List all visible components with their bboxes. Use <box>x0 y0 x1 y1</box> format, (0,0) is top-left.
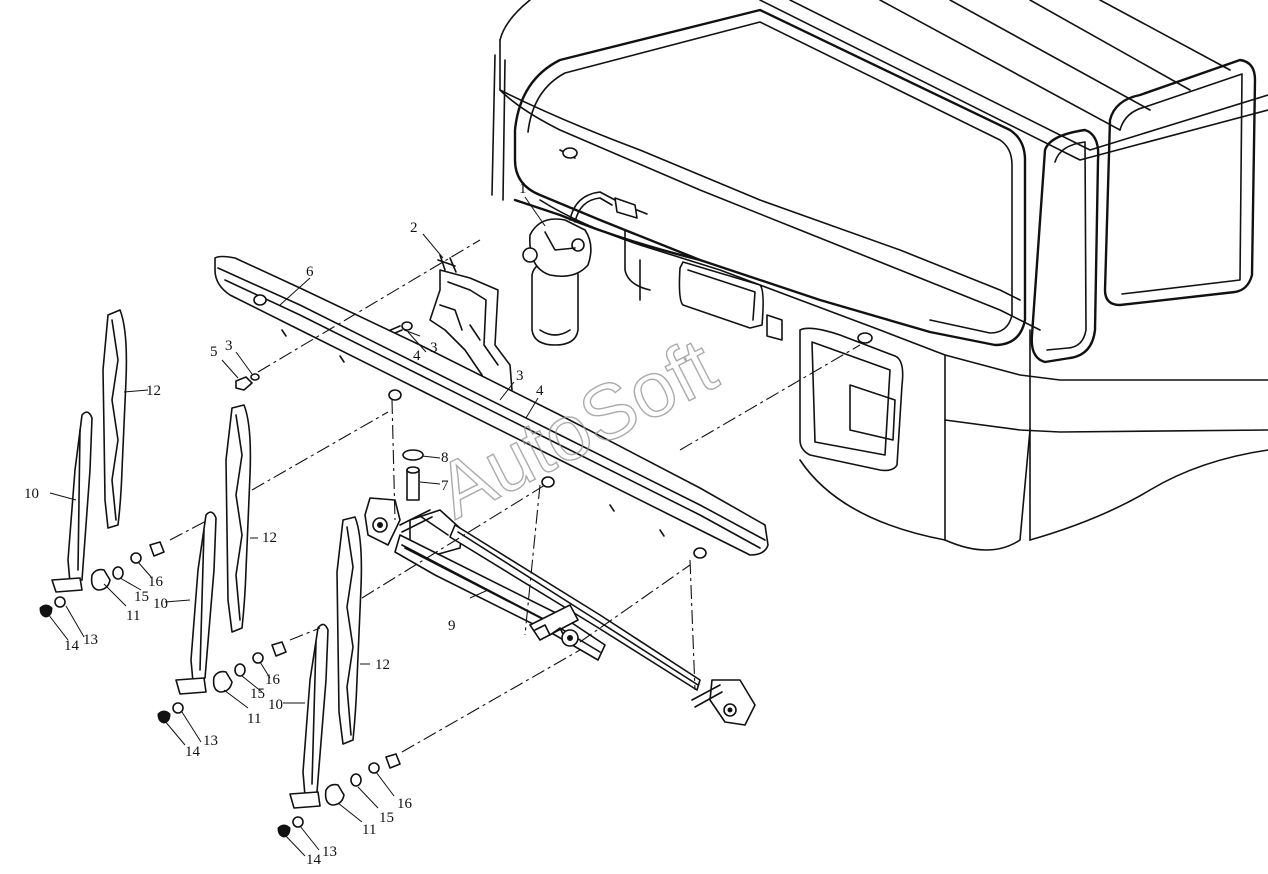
callout-9: 9 <box>448 618 456 634</box>
callout-10-b: 10 <box>153 596 168 612</box>
callout-13-c: 13 <box>322 844 337 860</box>
callout-3-right: 3 <box>516 368 524 384</box>
callout-12-a: 12 <box>146 383 161 399</box>
callout-12-b: 12 <box>262 530 277 546</box>
wiper-linkage <box>364 449 756 726</box>
callout-14-c: 14 <box>306 852 322 868</box>
callout-13-b: 13 <box>203 733 218 749</box>
callout-3-upper: 3 <box>430 340 438 356</box>
callout-4-upper: 4 <box>413 348 421 364</box>
truck-cab <box>491 0 1268 551</box>
callout-16-c: 16 <box>397 796 413 812</box>
leader-lines <box>47 196 546 857</box>
callout-11-c: 11 <box>362 822 376 838</box>
callout-14-a: 14 <box>64 638 80 654</box>
callout-12-c: 12 <box>375 657 390 673</box>
callout-5: 5 <box>210 344 218 360</box>
callout-3-left: 3 <box>225 338 233 354</box>
callout-11-b: 11 <box>247 711 261 727</box>
callout-16-a: 16 <box>148 574 164 590</box>
callout-10-a: 10 <box>24 486 39 502</box>
callout-14-b: 14 <box>185 744 201 760</box>
callout-2: 2 <box>410 220 418 236</box>
wiper-motor <box>522 191 648 346</box>
callout-8: 8 <box>441 450 449 466</box>
callout-11-a: 11 <box>126 608 140 624</box>
callout-1: 1 <box>519 181 527 197</box>
callout-6: 6 <box>306 264 314 280</box>
callout-4-right: 4 <box>536 383 544 399</box>
wiper-set-c <box>277 516 401 838</box>
callout-13-a: 13 <box>83 632 98 648</box>
callout-10-c: 10 <box>268 697 283 713</box>
callout-7: 7 <box>441 478 449 494</box>
callout-16-b: 16 <box>265 672 281 688</box>
callout-15-c: 15 <box>379 810 394 826</box>
callout-15-b: 15 <box>250 686 265 702</box>
callout-15-a: 15 <box>134 589 149 605</box>
callout-labels: 1 2 6 3 5 4 3 3 4 8 7 9 12 10 16 15 11 1… <box>24 181 544 868</box>
wiper-set-b <box>157 404 287 724</box>
assembly-lines <box>169 239 861 753</box>
wiper-set-a <box>39 309 165 618</box>
